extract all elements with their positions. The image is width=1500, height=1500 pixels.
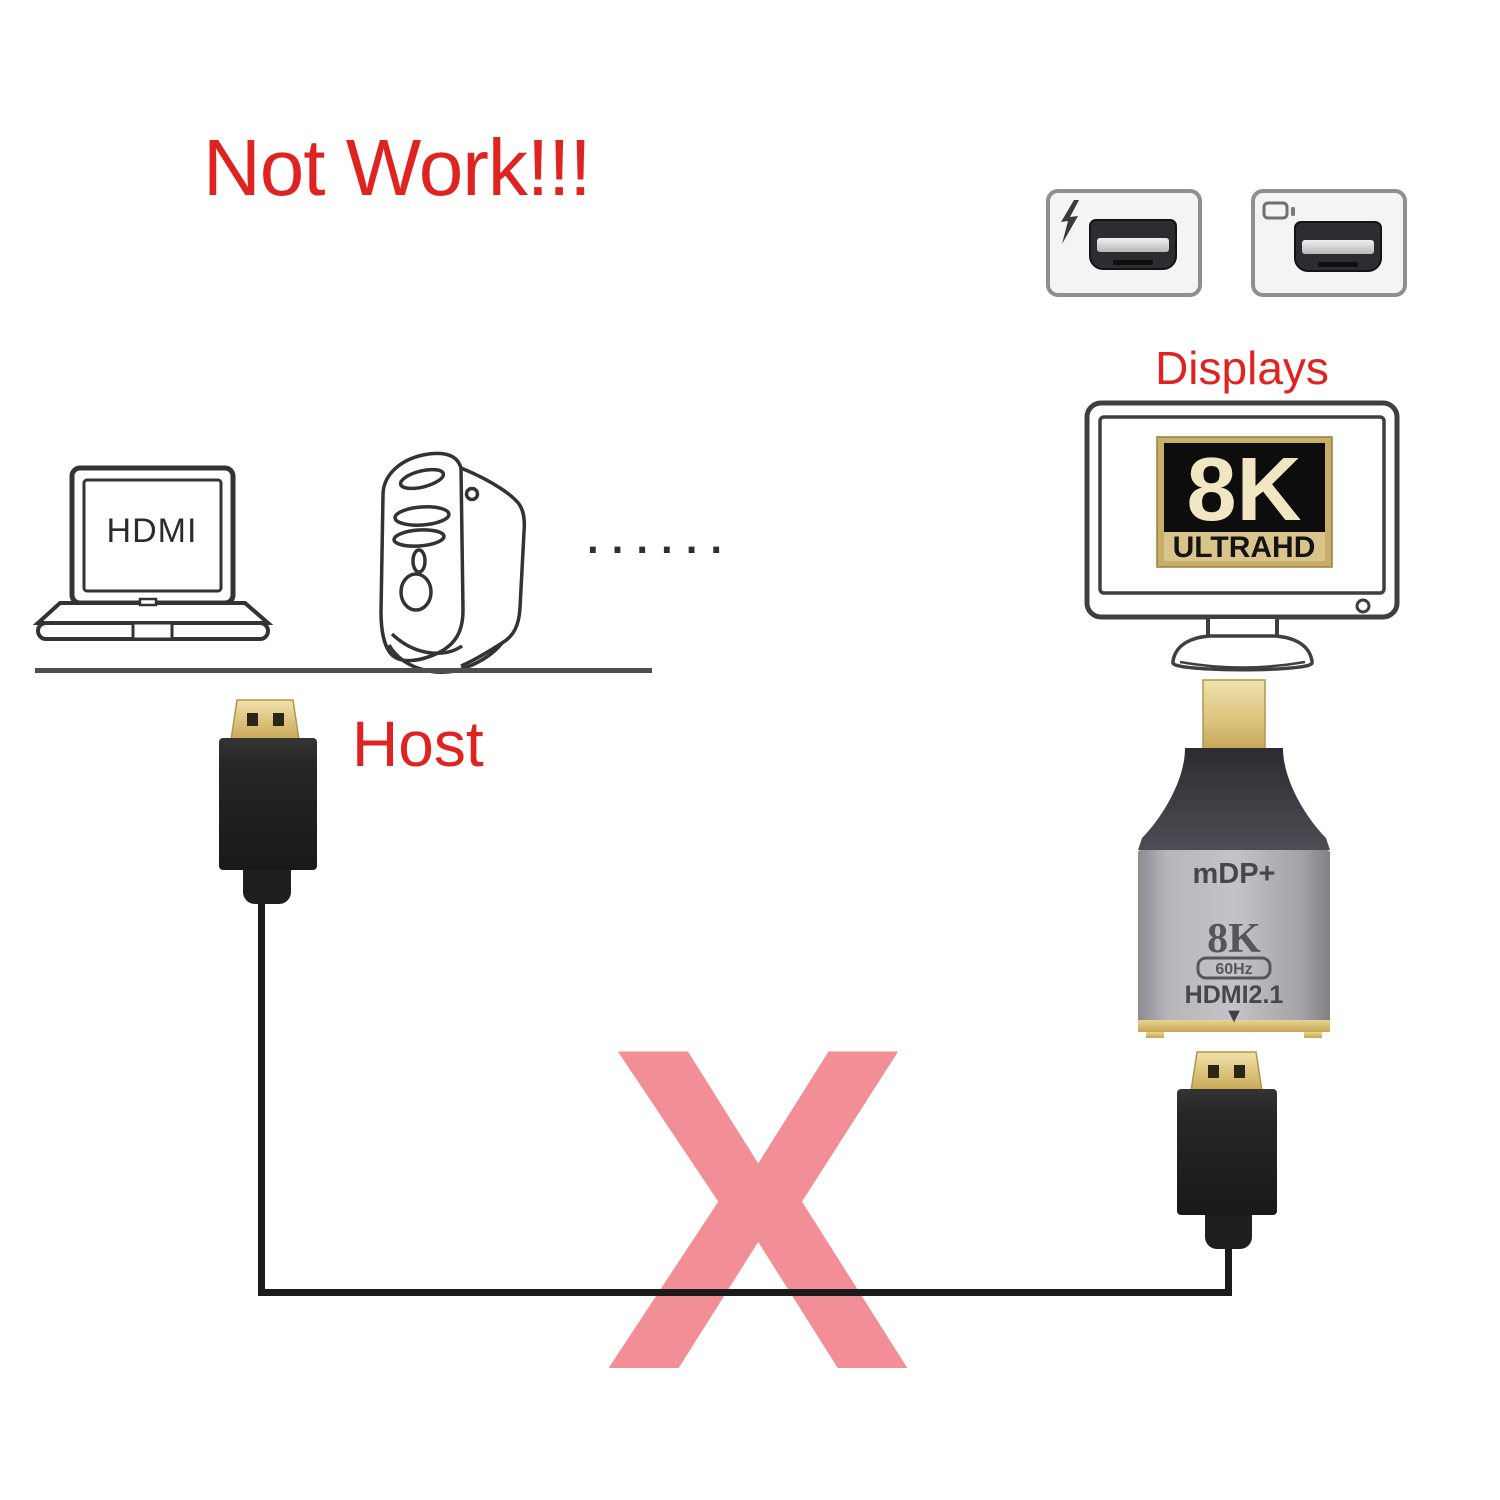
adapter-port-label: mDP+ [1192, 858, 1275, 890]
adapter-resolution-label: 8K [1207, 916, 1261, 962]
hdmi-cable-right-vertical [1225, 1248, 1232, 1296]
host-label: Host [352, 708, 484, 780]
cross-mark: X [605, 1000, 914, 1420]
badge-8k-text: 8K [1186, 440, 1301, 540]
hdmi-cable-left-vertical [258, 898, 265, 1296]
monitor-stand-base [1171, 634, 1314, 672]
mini-displayport-thunderbolt-port [1046, 189, 1202, 297]
host-separator-line [35, 668, 652, 673]
gold-plug-tip [1190, 1051, 1263, 1092]
refresh-badge [1196, 956, 1272, 980]
adapter-refresh-label: 60Hz [1215, 961, 1252, 978]
laptop-deck [32, 601, 274, 625]
display-icon [1262, 201, 1295, 220]
mini-displayport-display-port [1251, 189, 1407, 297]
hdmi-cable-horizontal [258, 1289, 1232, 1296]
ellipsis-dots: ...... [582, 521, 731, 562]
mini-dp-socket [1089, 219, 1177, 270]
8k-ultrahd-badge: 8K ULTRAHD [1156, 436, 1333, 568]
strain-relief [243, 870, 291, 904]
pc-tower [379, 451, 527, 674]
adapter-gold-edge [1138, 1020, 1330, 1032]
gold-plug-tip [230, 699, 300, 741]
adapter-body [1138, 850, 1330, 1032]
mini-dp-socket [1294, 221, 1382, 272]
laptop-screen-label: HDMI [107, 512, 198, 550]
plug-body [219, 738, 317, 870]
mdp-to-hdmi-adapter: mDP+ 8K 60Hz HDMI2.1 ▼ [1138, 679, 1330, 1038]
tower-power-button [399, 572, 433, 612]
thunderbolt-icon [1061, 200, 1079, 244]
laptop: HDMI [32, 465, 274, 641]
power-button [1355, 598, 1371, 614]
not-work-title: Not Work!!! [203, 123, 592, 212]
down-arrow-icon: ▼ [1224, 1005, 1244, 1027]
hdmi-connector-host [219, 699, 317, 904]
monitor: 8K ULTRAHD [1084, 400, 1400, 672]
cross-out-x: X [605, 1000, 914, 1420]
displays-label: Displays [1155, 342, 1329, 394]
plug-body [1177, 1089, 1277, 1215]
badge-ultrahd-text: ULTRAHD [1173, 531, 1316, 564]
adapter-spec-label: HDMI2.1 [1185, 981, 1284, 1009]
mini-dp-plug [1202, 679, 1266, 751]
strain-relief [1205, 1215, 1252, 1249]
adapter-neck [1138, 748, 1330, 850]
hdmi-connector-to-adapter [1177, 1051, 1277, 1249]
laptop-trackpad [131, 621, 174, 641]
